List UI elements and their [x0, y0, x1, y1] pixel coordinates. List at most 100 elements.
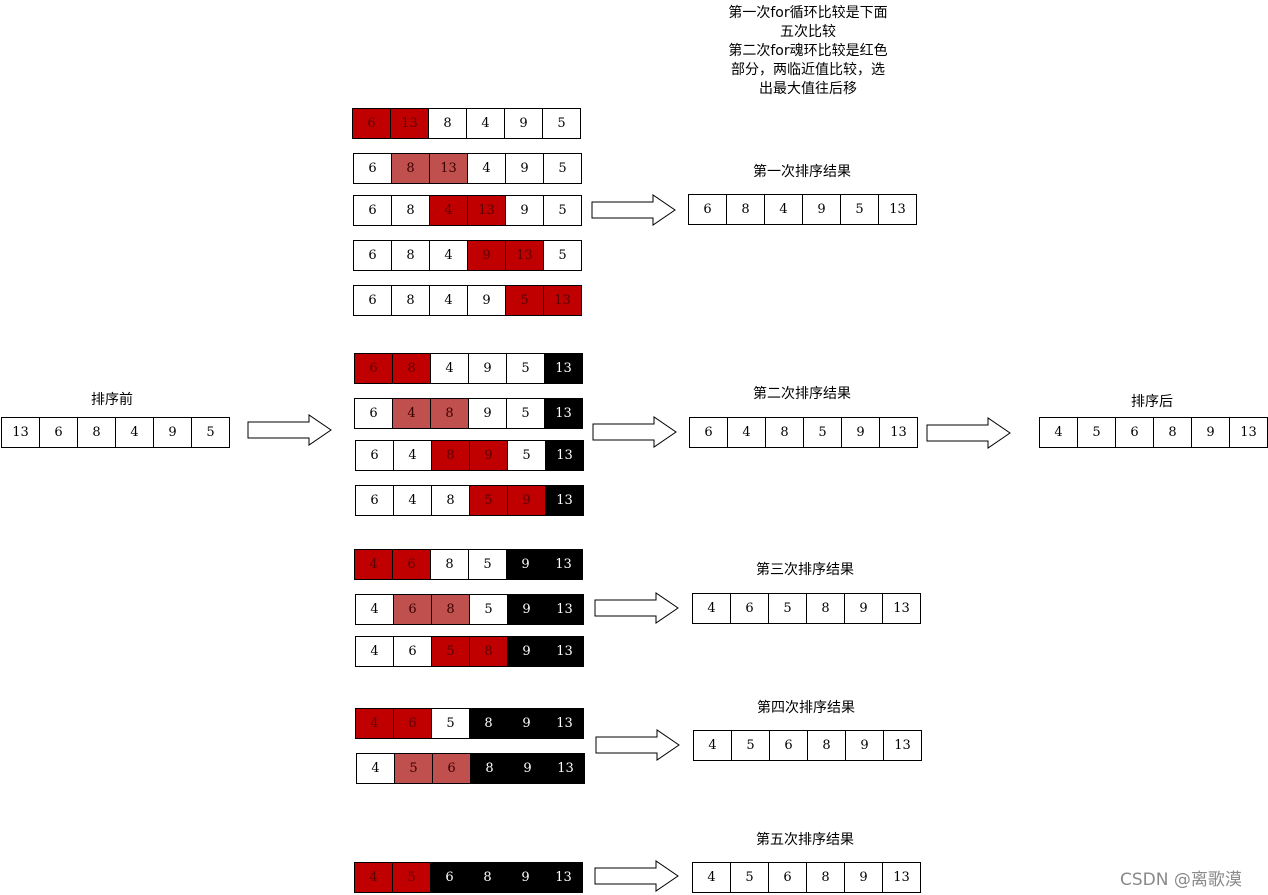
array-cell: 5 [507, 440, 546, 471]
array-cell: 9 [802, 194, 841, 225]
array-cell: 6 [430, 862, 469, 893]
array-cell: 4 [354, 549, 393, 580]
array-cell: 5 [731, 730, 770, 761]
array-cell: 6 [355, 440, 394, 471]
array-cell: 4 [355, 708, 394, 739]
array-cell: 4 [466, 108, 505, 139]
array-cell: 6 [355, 485, 394, 516]
right-arrow-icon [595, 729, 680, 761]
right-arrow-icon [926, 417, 1011, 449]
array-cell: 13 [882, 593, 921, 624]
array-cell: 9 [467, 285, 506, 316]
array-cell: 8 [77, 417, 116, 448]
array-cell: 8 [391, 195, 430, 226]
array-cell: 13 [467, 195, 506, 226]
array-cell: 9 [504, 108, 543, 139]
array-cell: 13 [544, 549, 583, 580]
array-cell: 4 [393, 485, 432, 516]
array-cell: 4 [355, 594, 394, 625]
array-cell: 8 [806, 862, 845, 893]
array-cell: 8 [391, 153, 430, 184]
array-cell: 4 [429, 240, 468, 271]
array-cell: 6 [352, 108, 391, 139]
array-cell: 4 [430, 353, 469, 384]
label-pass5-result: 第五次排序结果 [756, 832, 854, 848]
array-cell: 5 [392, 862, 431, 893]
array-cell: 6 [353, 285, 392, 316]
array-cell: 4 [429, 285, 468, 316]
array-cell: 4 [727, 417, 766, 448]
array-cell: 6 [1115, 417, 1154, 448]
array-cell: 6 [353, 240, 392, 271]
array-cell: 8 [392, 353, 431, 384]
array-cell: 6 [353, 153, 392, 184]
array-cell: 9 [506, 549, 545, 580]
array-cell: 9 [505, 153, 544, 184]
array-cell: 13 [879, 417, 918, 448]
array-cell: 6 [393, 708, 432, 739]
array-cell: 13 [545, 594, 584, 625]
array-cell: 8 [428, 108, 467, 139]
array-cell: 8 [470, 753, 509, 784]
array-cell: 8 [391, 285, 430, 316]
array-cell: 6 [354, 398, 393, 429]
array-cell: 8 [430, 398, 469, 429]
array-cell: 6 [353, 195, 392, 226]
array-cell: 13 [1229, 417, 1268, 448]
array-cell: 4 [692, 862, 731, 893]
array-cell: 13 [882, 862, 921, 893]
note-line: 出最大值往后移 [759, 81, 857, 97]
note-line: 五次比较 [780, 24, 836, 40]
array-cell: 9 [844, 593, 883, 624]
array-cell: 13 [429, 153, 468, 184]
array-cell: 6 [730, 593, 769, 624]
array-cell: 8 [431, 485, 470, 516]
array-cell: 5 [543, 153, 582, 184]
array-cell: 9 [507, 594, 546, 625]
array-cell: 4 [392, 398, 431, 429]
array-cell: 9 [845, 730, 884, 761]
array-cell: 9 [506, 862, 545, 893]
array-cell: 6 [768, 862, 807, 893]
array-cell: 8 [431, 594, 470, 625]
array-cell: 9 [844, 862, 883, 893]
array-cell: 8 [468, 862, 507, 893]
array-cell: 4 [356, 753, 395, 784]
array-cell: 5 [431, 708, 470, 739]
array-cell: 4 [429, 195, 468, 226]
array-cell: 8 [726, 194, 765, 225]
array-cell: 13 [545, 708, 584, 739]
array-cell: 4 [115, 417, 154, 448]
array-cell: 8 [765, 417, 804, 448]
array-cell: 13 [1, 417, 40, 448]
csdn-watermark: CSDN @离歌漠 [1120, 870, 1242, 890]
explanation-note: 第一次for循环比较是下面 五次比较 第二次for魂环比较是红色 部分，两临近值… [693, 4, 923, 99]
array-cell: 9 [507, 485, 546, 516]
right-arrow-icon [592, 416, 677, 448]
array-cell: 6 [688, 194, 727, 225]
note-line: 第二次for魂环比较是红色 [728, 43, 888, 59]
array-cell: 6 [392, 549, 431, 580]
array-cell: 5 [803, 417, 842, 448]
array-cell: 13 [545, 636, 584, 667]
array-cell: 5 [768, 593, 807, 624]
array-cell: 5 [431, 636, 470, 667]
array-cell: 8 [1153, 417, 1192, 448]
array-cell: 4 [393, 440, 432, 471]
array-cell: 5 [542, 108, 581, 139]
array-cell: 9 [507, 636, 546, 667]
array-cell: 13 [545, 485, 584, 516]
array-cell: 5 [191, 417, 230, 448]
array-cell: 13 [878, 194, 917, 225]
array-cell: 4 [1039, 417, 1078, 448]
array-cell: 4 [354, 862, 393, 893]
array-cell: 6 [689, 417, 728, 448]
array-cell: 13 [883, 730, 922, 761]
array-cell: 5 [543, 195, 582, 226]
array-cell: 13 [390, 108, 429, 139]
note-line: 部分，两临近值比较，选 [731, 62, 885, 78]
array-cell: 6 [354, 353, 393, 384]
array-cell: 5 [469, 485, 508, 516]
array-cell: 9 [468, 398, 507, 429]
